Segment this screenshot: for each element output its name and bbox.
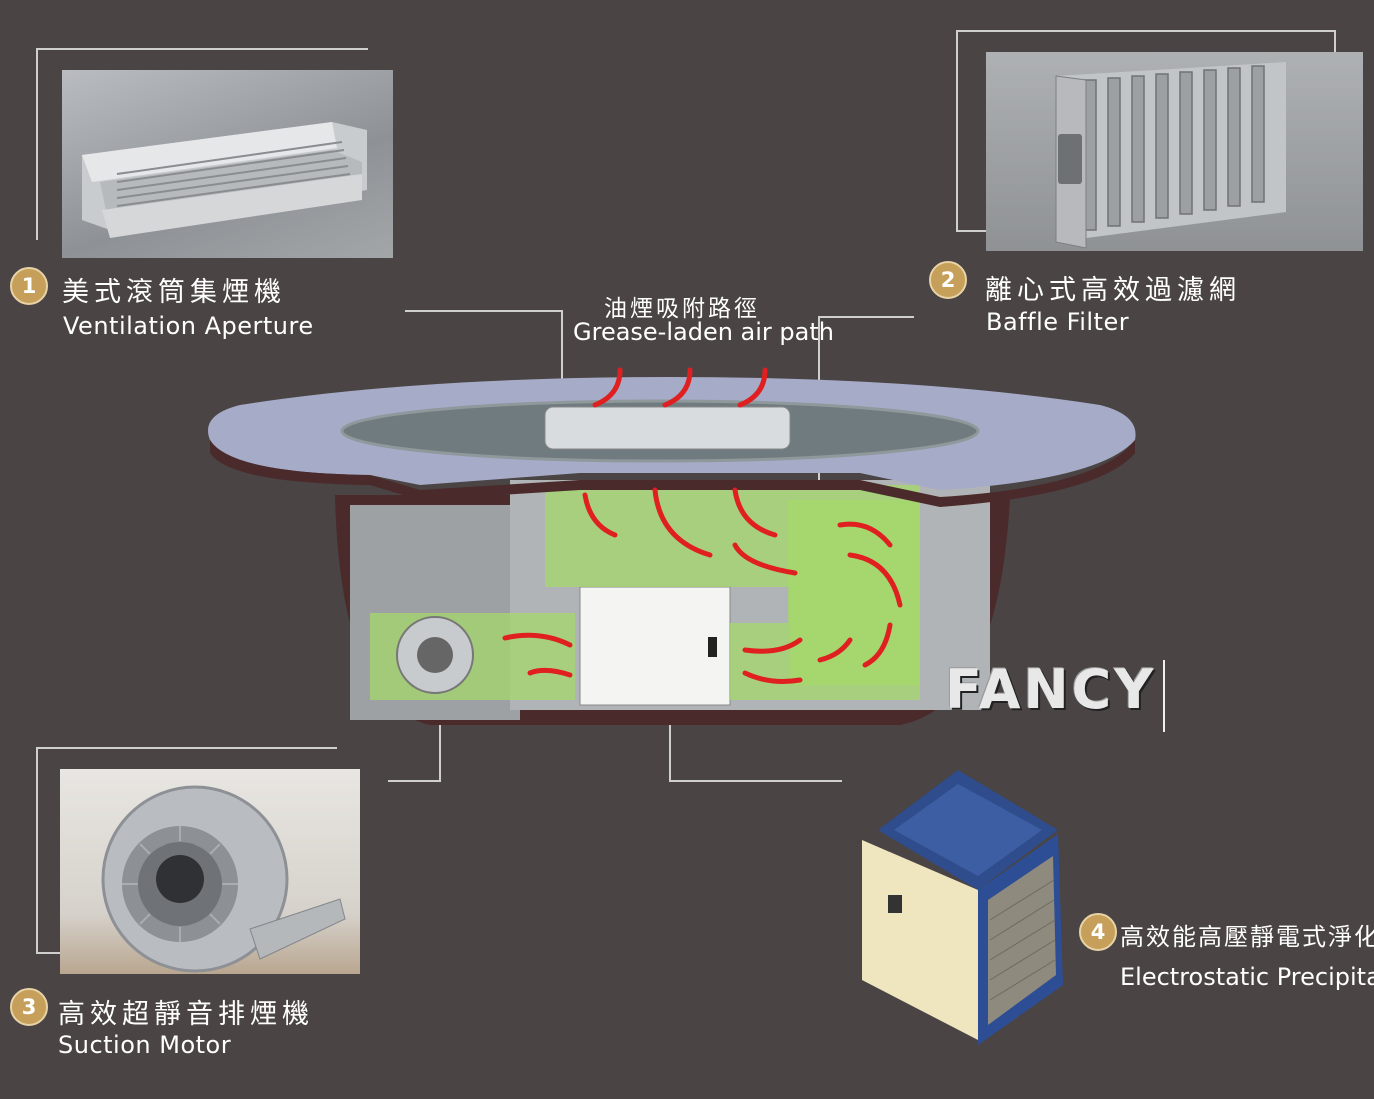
- frame-2-left: [956, 30, 958, 230]
- component-1-name-en: Ventilation Aperture: [63, 312, 314, 340]
- frame-2-right: [1334, 30, 1336, 52]
- airpath-label-en: Grease-laden air path: [573, 318, 834, 346]
- leader-3-h: [388, 780, 441, 782]
- badge-2: 2: [929, 261, 967, 299]
- leader-1-v: [561, 310, 563, 422]
- frame-3-bottom: [36, 952, 60, 954]
- component-3-name-zh: 高效超靜音排煙機: [58, 999, 314, 1030]
- component-2-name-en: Baffle Filter: [986, 308, 1130, 336]
- badge-3: 3: [10, 988, 48, 1026]
- leader-1-h: [405, 310, 563, 312]
- component-4-name-en: Electrostatic Precipitator: [1120, 963, 1374, 991]
- electrostatic-precipitator-photo: [858, 770, 1068, 1050]
- component-3-name-en: Suction Motor: [58, 1031, 232, 1059]
- leader-4-h: [669, 780, 842, 782]
- ventilation-aperture-photo: [62, 70, 393, 258]
- badge-4: 4: [1079, 913, 1117, 951]
- component-2-name-zh: 離心式高效過濾網: [985, 275, 1241, 306]
- frame-1-top: [36, 48, 368, 50]
- brand-logo: FANCY: [945, 658, 1157, 721]
- leader-2-h: [818, 316, 914, 318]
- component-4-name-zh: 高效能高壓靜電式淨化機: [1120, 923, 1374, 951]
- frame-3-top: [36, 747, 337, 749]
- frame-2-top: [956, 30, 1336, 32]
- brand-cursor-line: [1163, 660, 1165, 732]
- frame-2-bottom: [956, 230, 986, 232]
- badge-1: 1: [10, 267, 48, 305]
- component-1-name-zh: 美式滾筒集煙機: [62, 277, 286, 308]
- leader-3-v: [439, 690, 441, 782]
- teppanyaki-table: [200, 355, 1140, 755]
- airpath-label-zh: 油煙吸附路徑: [604, 296, 760, 322]
- leader-4-v: [669, 680, 671, 782]
- suction-motor-photo: [60, 769, 360, 974]
- frame-3-left: [36, 747, 38, 952]
- baffle-filter-photo: [986, 52, 1363, 251]
